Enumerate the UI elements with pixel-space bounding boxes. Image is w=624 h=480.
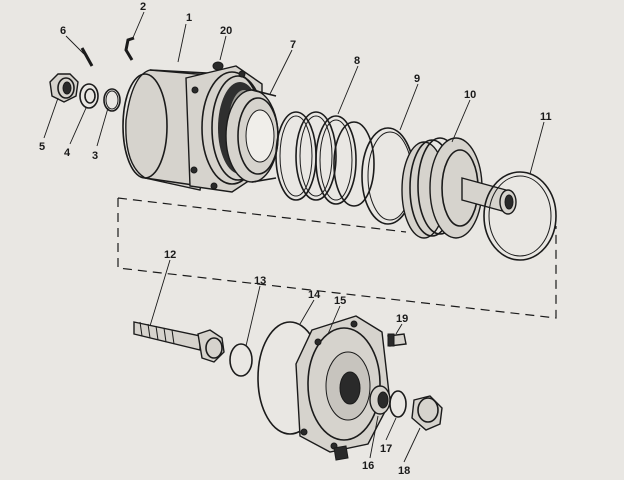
callout-4: 4	[64, 147, 71, 159]
leader-4	[69, 107, 87, 145]
part-3-o-ring	[103, 88, 121, 112]
leader-19	[395, 323, 403, 335]
leader-2	[131, 11, 145, 41]
leader-18	[403, 427, 421, 463]
leader-6	[65, 35, 85, 55]
callout-labels: 1 2 3 4 5 6 7 8 9 10 11 12 13 14 15 16 1…	[39, 1, 552, 477]
callout-10: 10	[464, 89, 476, 101]
callout-14: 14	[308, 289, 321, 301]
callout-6: 6	[60, 25, 66, 37]
callout-1: 1	[186, 12, 192, 24]
dashed-guide-top	[117, 197, 407, 233]
part-15-end-cover	[295, 315, 391, 461]
leader-14	[299, 299, 315, 325]
callout-12: 12	[164, 249, 176, 261]
leader-10	[451, 99, 471, 143]
leader-12	[149, 259, 171, 327]
callout-2: 2	[140, 1, 146, 13]
callout-15: 15	[334, 295, 346, 307]
part-13-small-ring	[229, 343, 253, 377]
part-17-washer	[389, 390, 407, 418]
callout-3: 3	[92, 150, 98, 162]
leader-15	[327, 305, 341, 335]
part-2-bent-rod	[124, 36, 135, 61]
part-8-spring	[275, 111, 375, 207]
dashed-guide-frame	[117, 198, 557, 319]
callout-19: 19	[396, 313, 408, 325]
part-16-plug	[369, 385, 391, 415]
leader-5	[43, 97, 59, 139]
callout-7: 7	[290, 39, 296, 51]
leader-3	[96, 107, 109, 147]
callout-11: 11	[540, 111, 552, 123]
leader-16	[369, 415, 379, 459]
part-12-bolt	[133, 321, 225, 363]
part-7-piston-cup	[225, 89, 279, 183]
part-4-washer	[79, 83, 99, 109]
leader-20	[219, 35, 227, 61]
leader-8	[337, 65, 359, 115]
callout-9: 9	[414, 73, 420, 85]
callout-5: 5	[39, 141, 45, 153]
part-10-piston	[401, 137, 517, 239]
leader-17	[385, 417, 397, 441]
callout-17: 17	[380, 443, 392, 455]
callout-8: 8	[354, 55, 360, 67]
callout-18: 18	[398, 465, 410, 477]
leader-1	[177, 23, 187, 63]
callout-16: 16	[362, 460, 374, 472]
leader-13	[245, 285, 261, 347]
callout-20: 20	[220, 25, 232, 37]
leader-9	[399, 83, 419, 131]
part-6-pin	[80, 47, 94, 67]
part-5-hex-nut	[49, 73, 79, 103]
part-18-cap	[411, 395, 443, 431]
part-19-screw	[387, 333, 407, 347]
leader-lines	[43, 11, 545, 463]
leader-7	[269, 49, 293, 95]
leader-11	[529, 121, 545, 175]
callout-13: 13	[254, 275, 266, 287]
part-11-large-ring	[483, 171, 557, 261]
